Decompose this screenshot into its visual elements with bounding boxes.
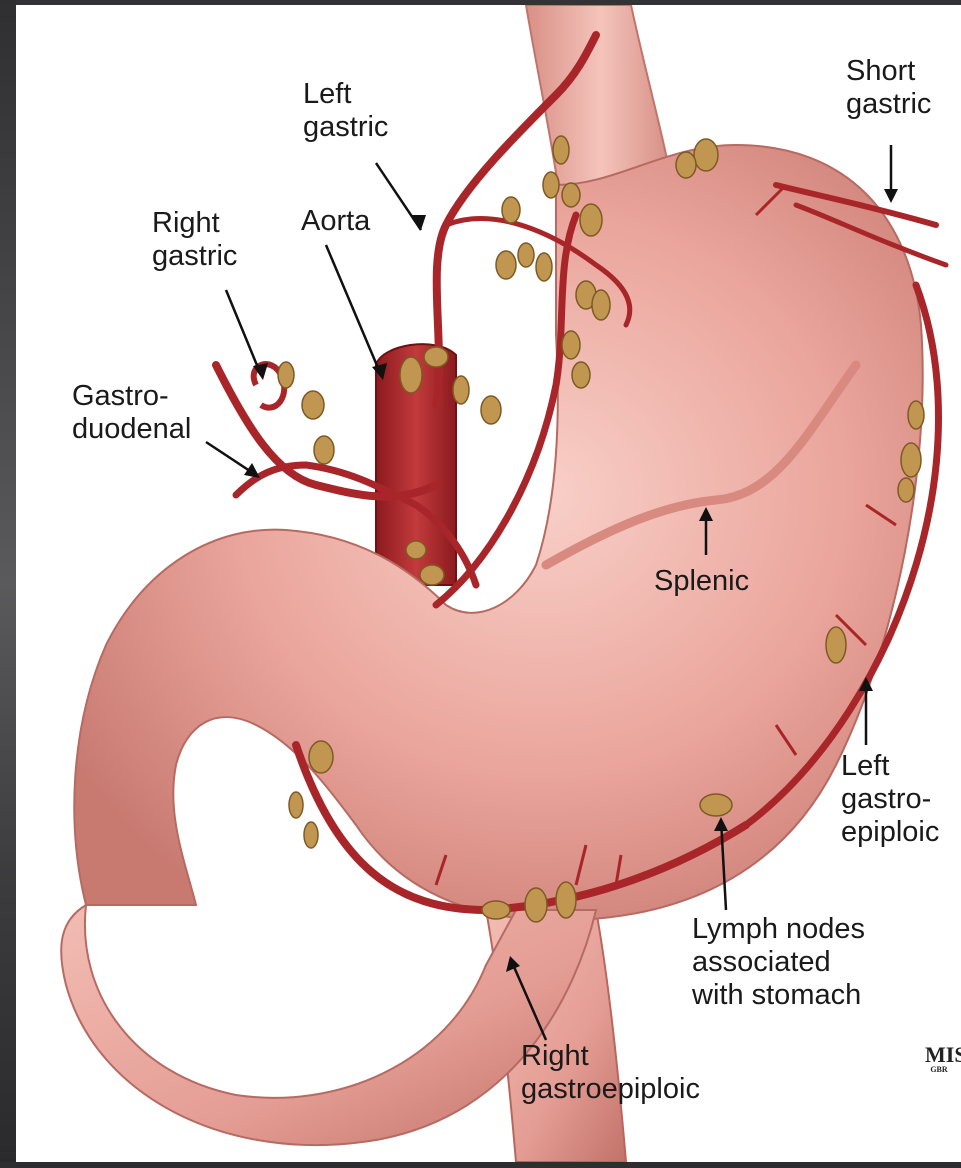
illustration-canvas: Left gastric Short gastric Right gastric… [16, 5, 961, 1162]
leader-aorta [326, 245, 381, 375]
leader-left-gastric [376, 163, 421, 230]
label-splenic: Splenic [654, 565, 749, 598]
label-aorta: Aorta [301, 205, 370, 238]
label-right-gastroepiploic: Right gastroepiploic [521, 1040, 700, 1106]
label-short-gastric: Short gastric [846, 55, 931, 121]
logo-mark: MIS [925, 1045, 953, 1065]
publisher-logo: MIS GBR [925, 1045, 953, 1075]
leader-right-gastric [226, 290, 261, 375]
slide-frame-left [0, 0, 16, 1168]
label-lymph-nodes: Lymph nodes associated with stomach [692, 913, 865, 1012]
label-right-gastric: Right gastric [152, 207, 237, 273]
label-gastroduodenal: Gastro- duodenal [72, 380, 191, 446]
label-left-gastric: Left gastric [303, 78, 388, 144]
slide-frame-bottom [0, 1162, 961, 1168]
label-left-gastroepiploic: Left gastro- epiploic [841, 750, 939, 849]
